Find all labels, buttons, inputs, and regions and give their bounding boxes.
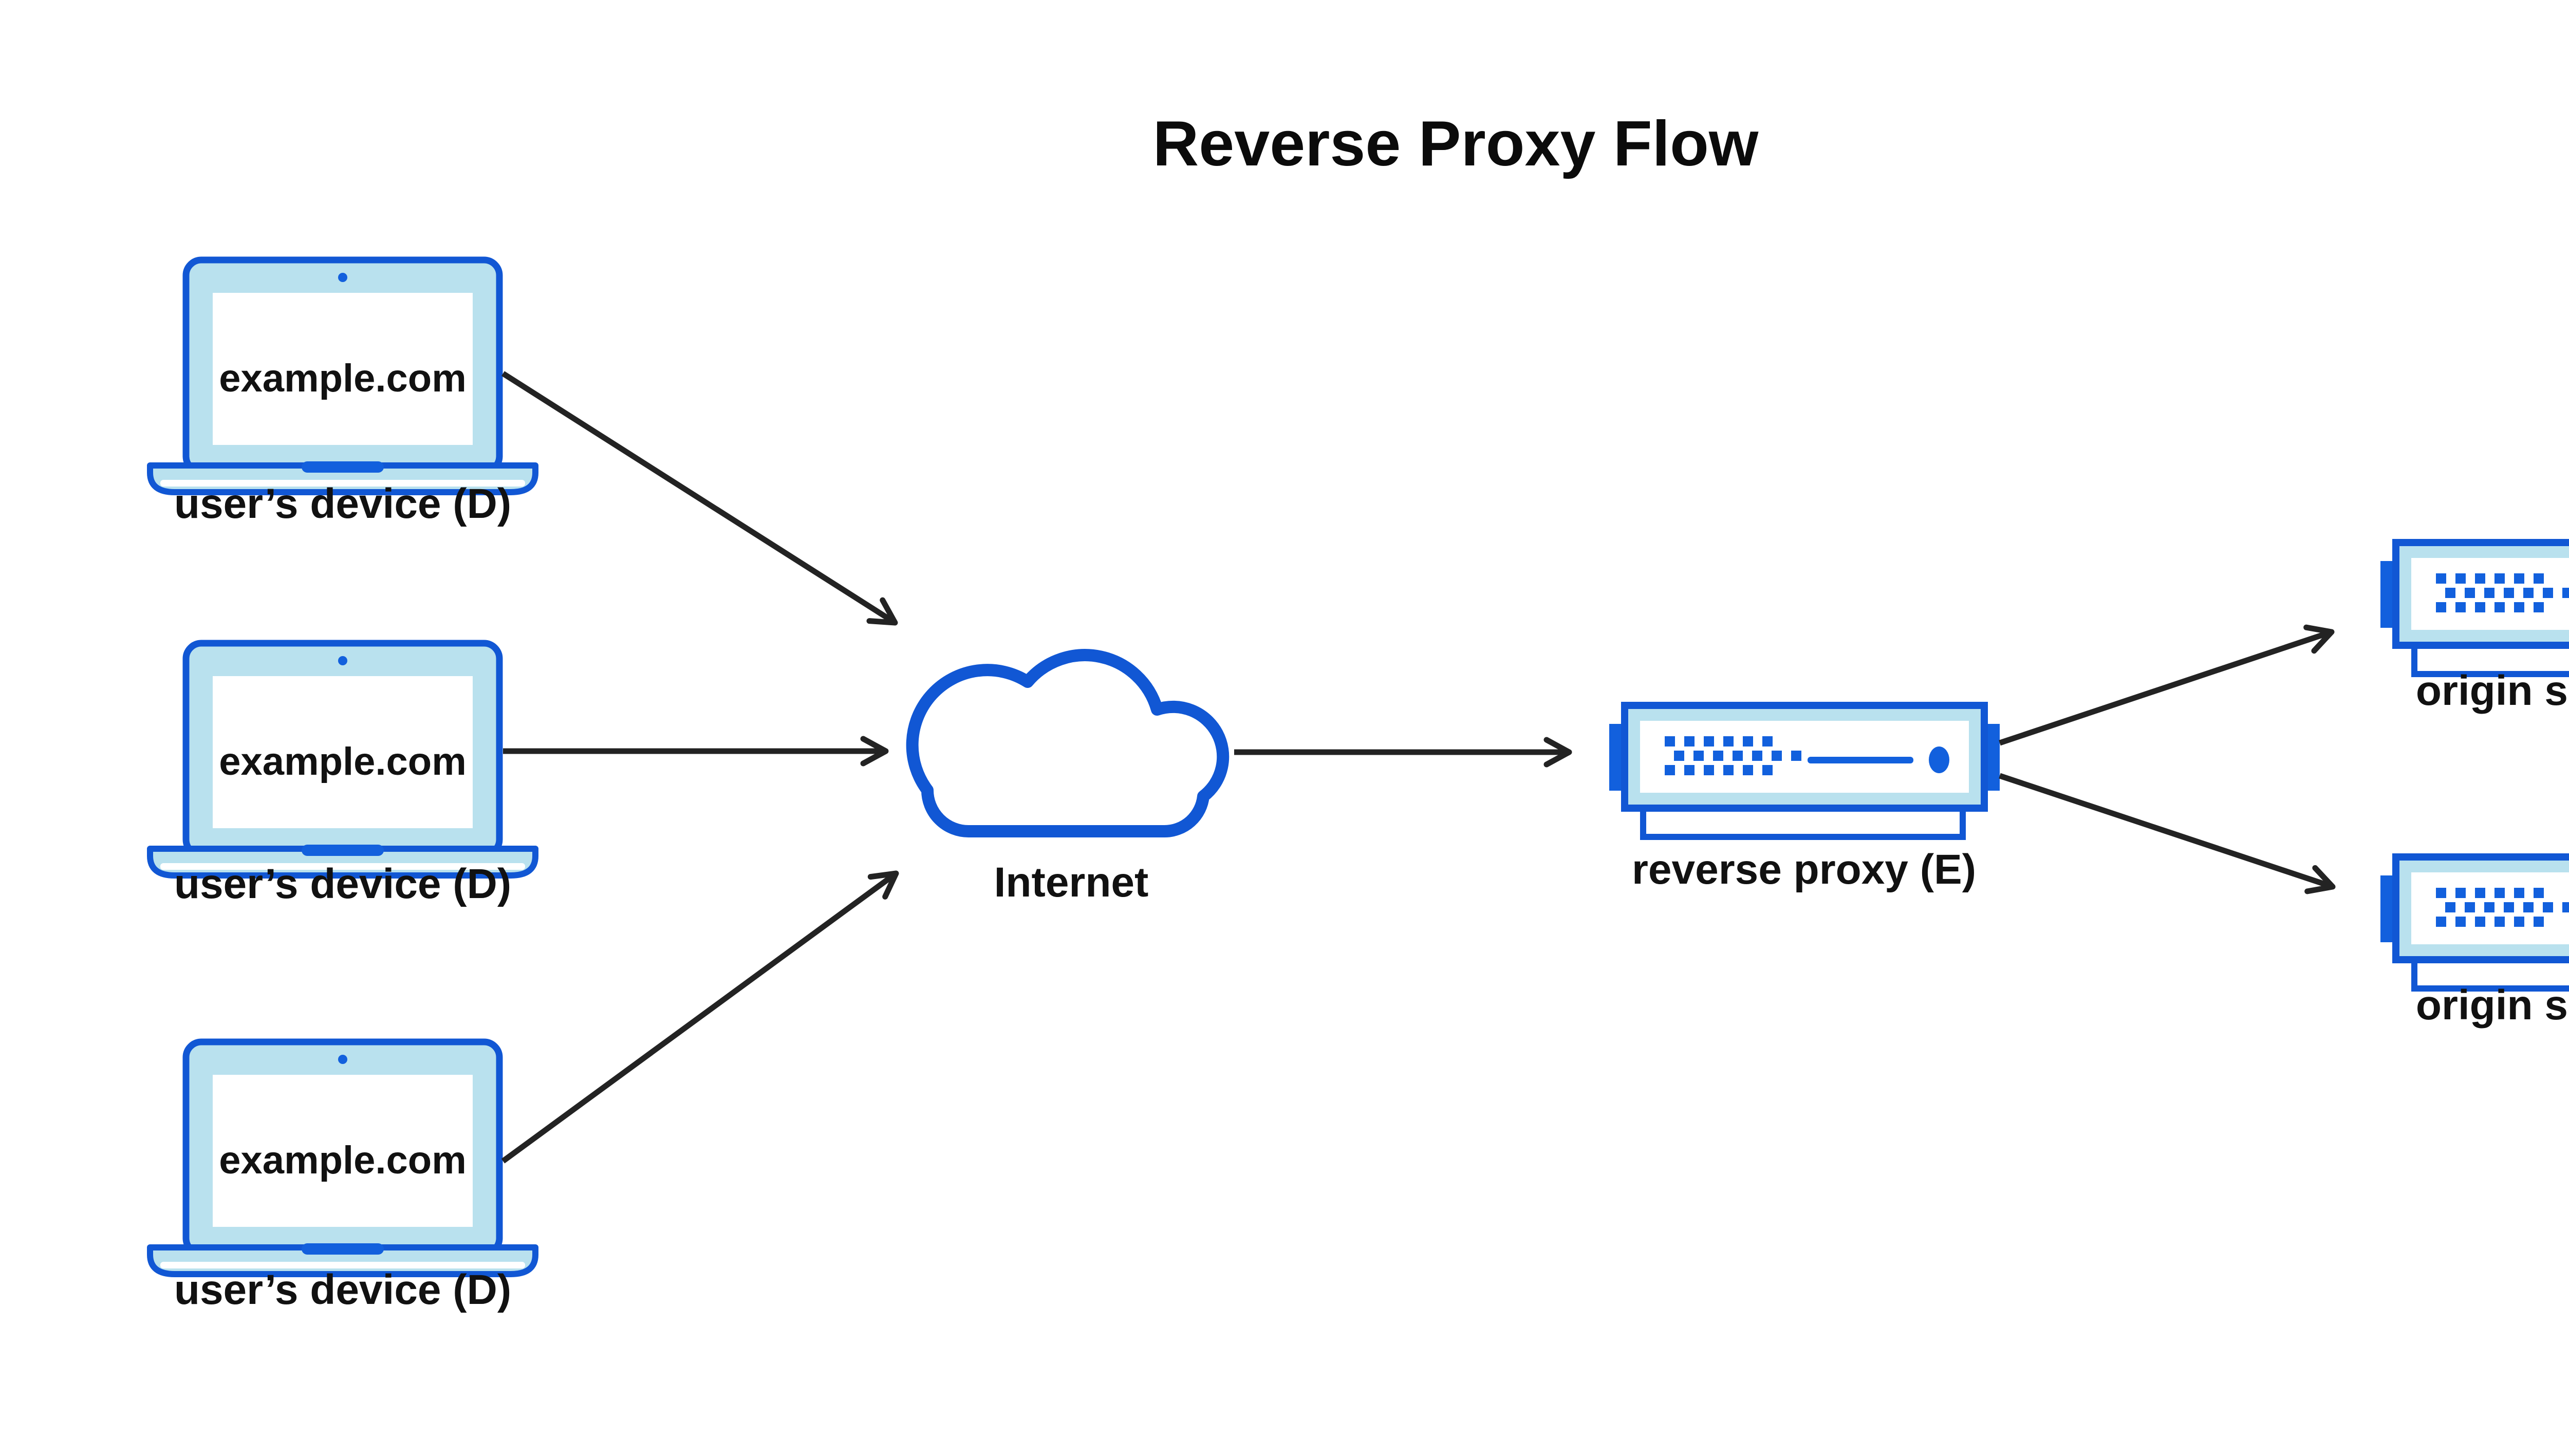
page-title: Reverse Proxy Flow <box>1153 108 1759 179</box>
server-icon <box>2380 857 2569 988</box>
origin-server-2-caption: origin server (F) <box>2416 982 2569 1029</box>
node-user-device-3: example.com user’s device (D) <box>150 1042 535 1313</box>
device-3-screen-label: example.com <box>219 1138 467 1182</box>
flow-arrows <box>501 371 2336 1164</box>
reverse-proxy-caption: reverse proxy (E) <box>1632 846 1976 893</box>
arrow-device1-internet <box>501 371 898 626</box>
device-1-screen-label: example.com <box>219 357 467 400</box>
device-2-caption: user’s device (D) <box>174 861 511 907</box>
node-user-device-2: example.com user’s device (D) <box>150 643 535 907</box>
server-icon <box>1609 705 2000 837</box>
internet-caption: Internet <box>994 859 1149 906</box>
arrow-proxy-origin2 <box>1999 773 2336 894</box>
device-3-caption: user’s device (D) <box>174 1266 511 1313</box>
node-origin-server-1: origin server (F) <box>2380 543 2569 714</box>
node-origin-server-2: origin server (F) <box>2380 857 2569 1029</box>
origin-server-1-caption: origin server (F) <box>2416 667 2569 714</box>
server-icon <box>2380 543 2569 674</box>
arrow-proxy-origin1 <box>1999 624 2335 746</box>
node-internet: Internet <box>906 649 1230 906</box>
arrow-device3-internet <box>501 870 899 1164</box>
device-2-screen-label: example.com <box>219 740 467 783</box>
device-1-caption: user’s device (D) <box>174 480 511 527</box>
node-user-device-1: example.com user’s device (D) <box>150 260 535 527</box>
cloud-icon <box>906 649 1230 838</box>
node-reverse-proxy: reverse proxy (E) <box>1609 705 2000 893</box>
